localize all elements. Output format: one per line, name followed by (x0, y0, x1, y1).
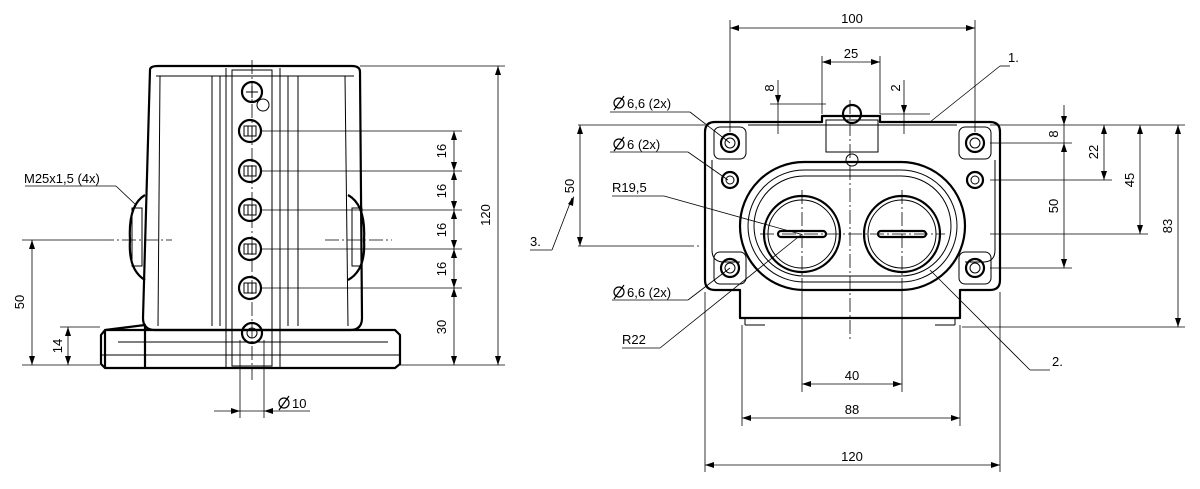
base-plate (99, 323, 402, 370)
dim-50-left: 50 (562, 179, 577, 193)
dim-pitch-1: 16 (434, 144, 449, 158)
dim-83: 83 (1160, 219, 1175, 233)
dim-height-overall: 120 (478, 204, 493, 226)
dim-8-right: 8 (1046, 130, 1061, 137)
side-view: M25x1,5 (4x) 16 16 16 16 30 120 50 14 10 (12, 60, 505, 418)
callout-3: 3. (530, 234, 541, 249)
diameter-symbol (613, 284, 625, 300)
diameter-symbol (613, 136, 625, 152)
mount-holes (719, 132, 986, 279)
dim-50-right: 50 (1046, 199, 1061, 213)
dim-88: 88 (845, 402, 859, 417)
dim-2: 2 (888, 84, 903, 91)
hole-6: 6 (2x) (627, 137, 660, 152)
dim-pitch-2: 16 (434, 184, 449, 198)
dim-8-top: 8 (762, 84, 777, 91)
radius-22: R22 (622, 332, 646, 347)
thread-callout: M25x1,5 (4x) (24, 171, 100, 186)
dim-pitch-3: 16 (434, 223, 449, 237)
dim-40: 40 (845, 368, 859, 383)
led-stack (237, 118, 263, 301)
housing-outline (703, 114, 1002, 320)
hole-66-top: 6,6 (2x) (627, 96, 671, 111)
dim-120-width: 120 (841, 449, 863, 464)
dim-45: 45 (1122, 173, 1137, 187)
dim-bottom: 30 (434, 320, 449, 334)
dim-pitch-4: 16 (434, 262, 449, 276)
dim-axis-height: 50 (12, 295, 27, 309)
gland-plate-outer (738, 160, 967, 292)
dim-width-top: 100 (841, 11, 863, 26)
front-view: 100 25 8 2 6,6 (2x) 6 (2x) R19,5 50 6,6 … (530, 11, 1185, 472)
radius-195: R19,5 (612, 180, 647, 195)
housing-body (141, 64, 364, 332)
callout-1: 1. (1008, 50, 1019, 65)
dim-22: 22 (1086, 145, 1101, 159)
diameter-symbol (613, 95, 625, 111)
dim-pin-diameter: 10 (292, 396, 306, 411)
hole-66-bottom: 6,6 (2x) (627, 285, 671, 300)
diameter-symbol (278, 395, 290, 411)
dim-base-height: 14 (50, 339, 65, 353)
dim-25: 25 (844, 46, 858, 61)
callout-2: 2. (1052, 354, 1063, 369)
